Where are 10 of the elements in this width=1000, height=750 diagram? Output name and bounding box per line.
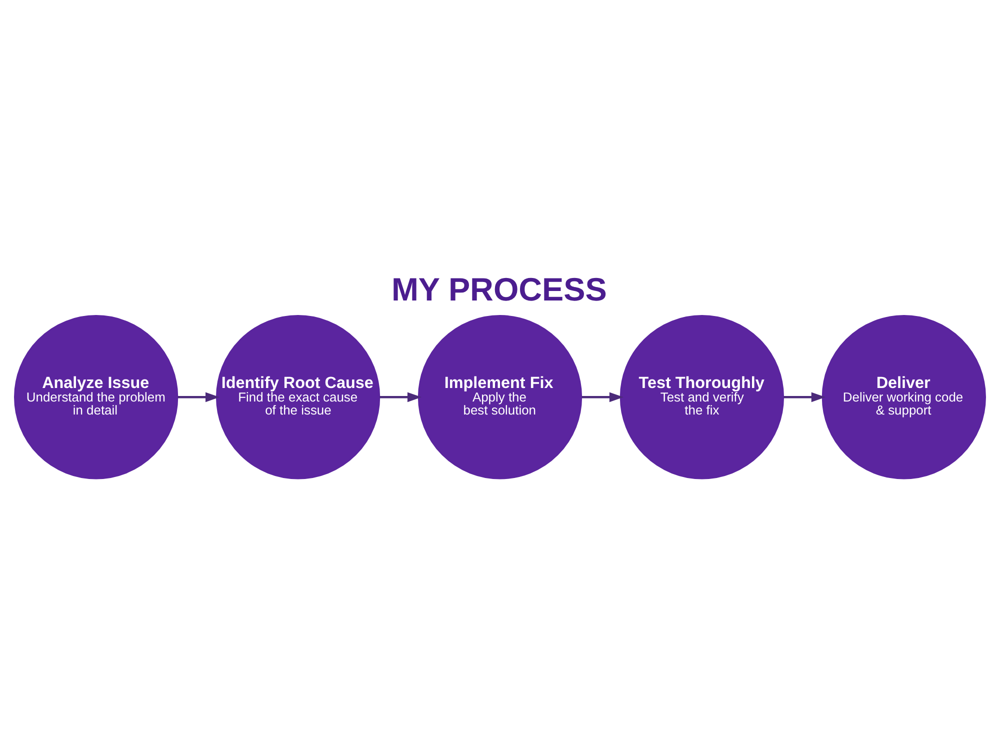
arrow — [380, 392, 422, 402]
node-circle: Analyze Issue Understand the problem in detail — [14, 315, 178, 480]
node-circle: Identify Root Cause Find the exact cause of the issue — [216, 315, 380, 480]
node-circle: Test Thoroughly Test and verify the fix — [620, 315, 784, 480]
node-circle: Deliver Deliver working code & support — [822, 315, 986, 480]
arrow — [582, 392, 624, 402]
diagram-title: MY PROCESS — [391, 271, 607, 308]
arrow — [178, 392, 220, 402]
node-circle: Implement Fix Apply the best solution — [418, 315, 582, 480]
arrow — [784, 392, 826, 402]
